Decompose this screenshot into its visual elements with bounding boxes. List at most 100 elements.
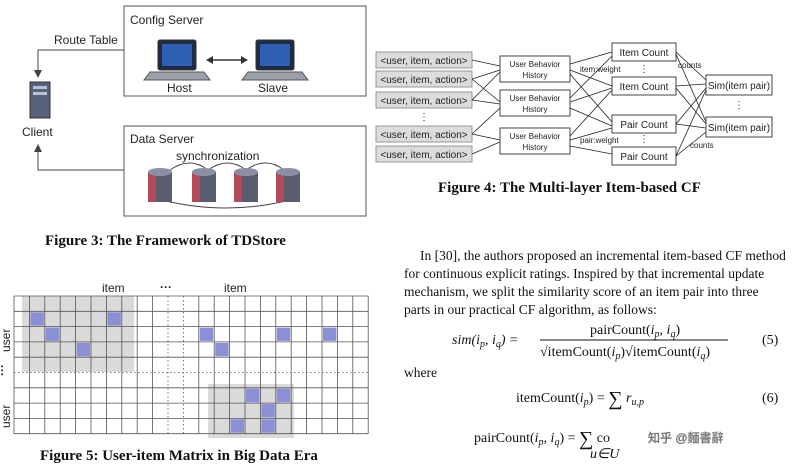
synchronization-label: synchronization bbox=[176, 149, 259, 163]
database-icon bbox=[276, 168, 300, 202]
watermark: 知乎 @麵書辭 bbox=[648, 431, 724, 445]
row-ellipsis: ··· bbox=[0, 364, 9, 376]
host-label: Host bbox=[167, 81, 192, 95]
pair-count-box: Pair Count bbox=[611, 146, 677, 166]
config-server-label: Config Server bbox=[130, 13, 203, 27]
user-block-top bbox=[22, 296, 134, 372]
ubh-label-2: History bbox=[523, 105, 548, 114]
count-ellipsis: ⋮ bbox=[639, 134, 649, 145]
eq5-numerator: pairCount(ip, iq) bbox=[590, 323, 680, 340]
matrix-cell-highlight bbox=[261, 419, 275, 433]
slave-label: Slave bbox=[258, 81, 288, 95]
counts-label: counts bbox=[678, 61, 702, 70]
sim-box: Sim(item pair) bbox=[705, 74, 773, 96]
sim-ellipsis: ⋮ bbox=[734, 100, 744, 111]
count-edges bbox=[675, 51, 707, 157]
sync-arc bbox=[245, 162, 285, 171]
input-label: <user, item, action> bbox=[380, 96, 467, 107]
eq7-body: pairCount(ip, iq) = ∑ co bbox=[474, 428, 610, 450]
paragraph-line: mechanism, we split the similarity score… bbox=[404, 284, 759, 299]
paragraph-line: parts in our practical CF algorithm, as … bbox=[404, 302, 657, 317]
eq6-body: itemCount(ip) = ∑ ru,p bbox=[516, 388, 644, 410]
counts-label: counts bbox=[690, 141, 714, 150]
matrix-cell-highlight bbox=[30, 312, 44, 326]
sync-arrow-icon bbox=[206, 56, 248, 64]
matrix-cell-highlight bbox=[45, 327, 60, 341]
host-monitor-icon bbox=[143, 39, 211, 81]
data-server-label: Data Server bbox=[130, 132, 194, 146]
sync-arc-bottom bbox=[161, 199, 291, 209]
sync-arc bbox=[207, 162, 247, 171]
figure-3: Config Server Host Slave Route Table bbox=[22, 5, 367, 249]
input-box: <user, item, action> bbox=[375, 91, 473, 109]
pair-count-label: Pair Count bbox=[620, 120, 667, 131]
pair-weight-label: pair:weight bbox=[580, 136, 619, 145]
ubh-edges bbox=[569, 51, 613, 155]
ubh-box: User Behavior History bbox=[499, 127, 571, 155]
matrix-cell-highlight bbox=[323, 327, 337, 341]
count-ellipsis: ⋮ bbox=[639, 64, 649, 75]
column-ellipsis: ··· bbox=[160, 280, 172, 294]
matrix-cell-highlight bbox=[76, 342, 90, 357]
item-label-right: item bbox=[224, 281, 247, 295]
client-label: Client bbox=[22, 125, 53, 139]
matrix-cell-highlight bbox=[276, 388, 291, 403]
matrix-cell-highlight bbox=[215, 342, 229, 357]
input-label: <user, item, action> bbox=[380, 56, 467, 67]
item-count-label: Item Count bbox=[620, 82, 669, 93]
matrix-cell-highlight bbox=[199, 327, 214, 341]
sim-box: Sim(item pair) bbox=[705, 116, 773, 138]
user-label-bottom: user bbox=[0, 405, 13, 428]
figure-5-caption: Figure 5: User-item Matrix in Big Data E… bbox=[40, 448, 318, 464]
item-weight-label: item:weight bbox=[580, 65, 621, 74]
database-icon bbox=[192, 168, 216, 202]
eq5-denominator: √itemCount(ip)√itemCount(iq) bbox=[540, 345, 710, 362]
pair-count-label: Pair Count bbox=[620, 152, 667, 163]
eq5-lhs: sim(ip, iq) = bbox=[452, 333, 519, 350]
body-text: In [30], the authors proposed an increme… bbox=[404, 248, 786, 462]
matrix-cell-highlight bbox=[276, 327, 291, 341]
pair-count-box: Pair Count bbox=[611, 114, 677, 134]
equation-5: sim(ip, iq) = pairCount(ip, iq) √itemCou… bbox=[452, 323, 779, 362]
matrix-cell-highlight bbox=[107, 312, 121, 326]
ubh-label: User Behavior bbox=[510, 132, 561, 141]
route-table-label: Route Table bbox=[54, 33, 118, 47]
matrix-cell-highlight bbox=[261, 404, 275, 418]
input-label: <user, item, action> bbox=[380, 150, 467, 161]
equation-7: pairCount(ip, iq) = ∑ co u∈U bbox=[474, 428, 620, 462]
input-label: <user, item, action> bbox=[380, 130, 467, 141]
ubh-label-2: History bbox=[523, 71, 548, 80]
where-label: where bbox=[404, 365, 437, 380]
input-label: <user, item, action> bbox=[380, 75, 467, 86]
client-computer-icon bbox=[29, 81, 51, 119]
item-label-left: item bbox=[102, 281, 125, 295]
ubh-box: User Behavior History bbox=[499, 55, 571, 83]
input-box: <user, item, action> bbox=[375, 51, 473, 69]
route-table-arrow bbox=[34, 49, 124, 78]
client-data-arrow bbox=[34, 144, 124, 171]
paragraph-line: In [30], the authors proposed an increme… bbox=[420, 248, 786, 263]
database-icon bbox=[148, 168, 172, 202]
ubh-label-2: History bbox=[523, 143, 548, 152]
slave-monitor-icon bbox=[241, 39, 309, 81]
ubh-label: User Behavior bbox=[510, 94, 561, 103]
figure-3-caption: Figure 3: The Framework of TDStore bbox=[45, 233, 286, 249]
config-server-box bbox=[123, 5, 367, 97]
data-server-box bbox=[123, 125, 367, 217]
sim-label: Sim(item pair) bbox=[708, 81, 770, 92]
user-item-matrix bbox=[13, 295, 369, 435]
input-box: <user, item, action> bbox=[375, 70, 473, 88]
matrix-cell-highlight bbox=[230, 419, 244, 433]
eq6-number: (6) bbox=[762, 391, 779, 406]
database-icon bbox=[234, 168, 258, 202]
user-label-top: user bbox=[0, 329, 13, 352]
matrix-cell-highlight bbox=[246, 388, 260, 403]
item-count-box: Item Count bbox=[611, 76, 677, 96]
figure-4: <user, item, action> <user, item, action… bbox=[375, 42, 773, 196]
eq7-sum-subscript: u∈U bbox=[590, 447, 620, 462]
item-count-box: Item Count bbox=[611, 42, 677, 62]
ubh-label: User Behavior bbox=[510, 60, 561, 69]
input-edges bbox=[471, 59, 501, 155]
ubh-box: User Behavior History bbox=[499, 89, 571, 117]
